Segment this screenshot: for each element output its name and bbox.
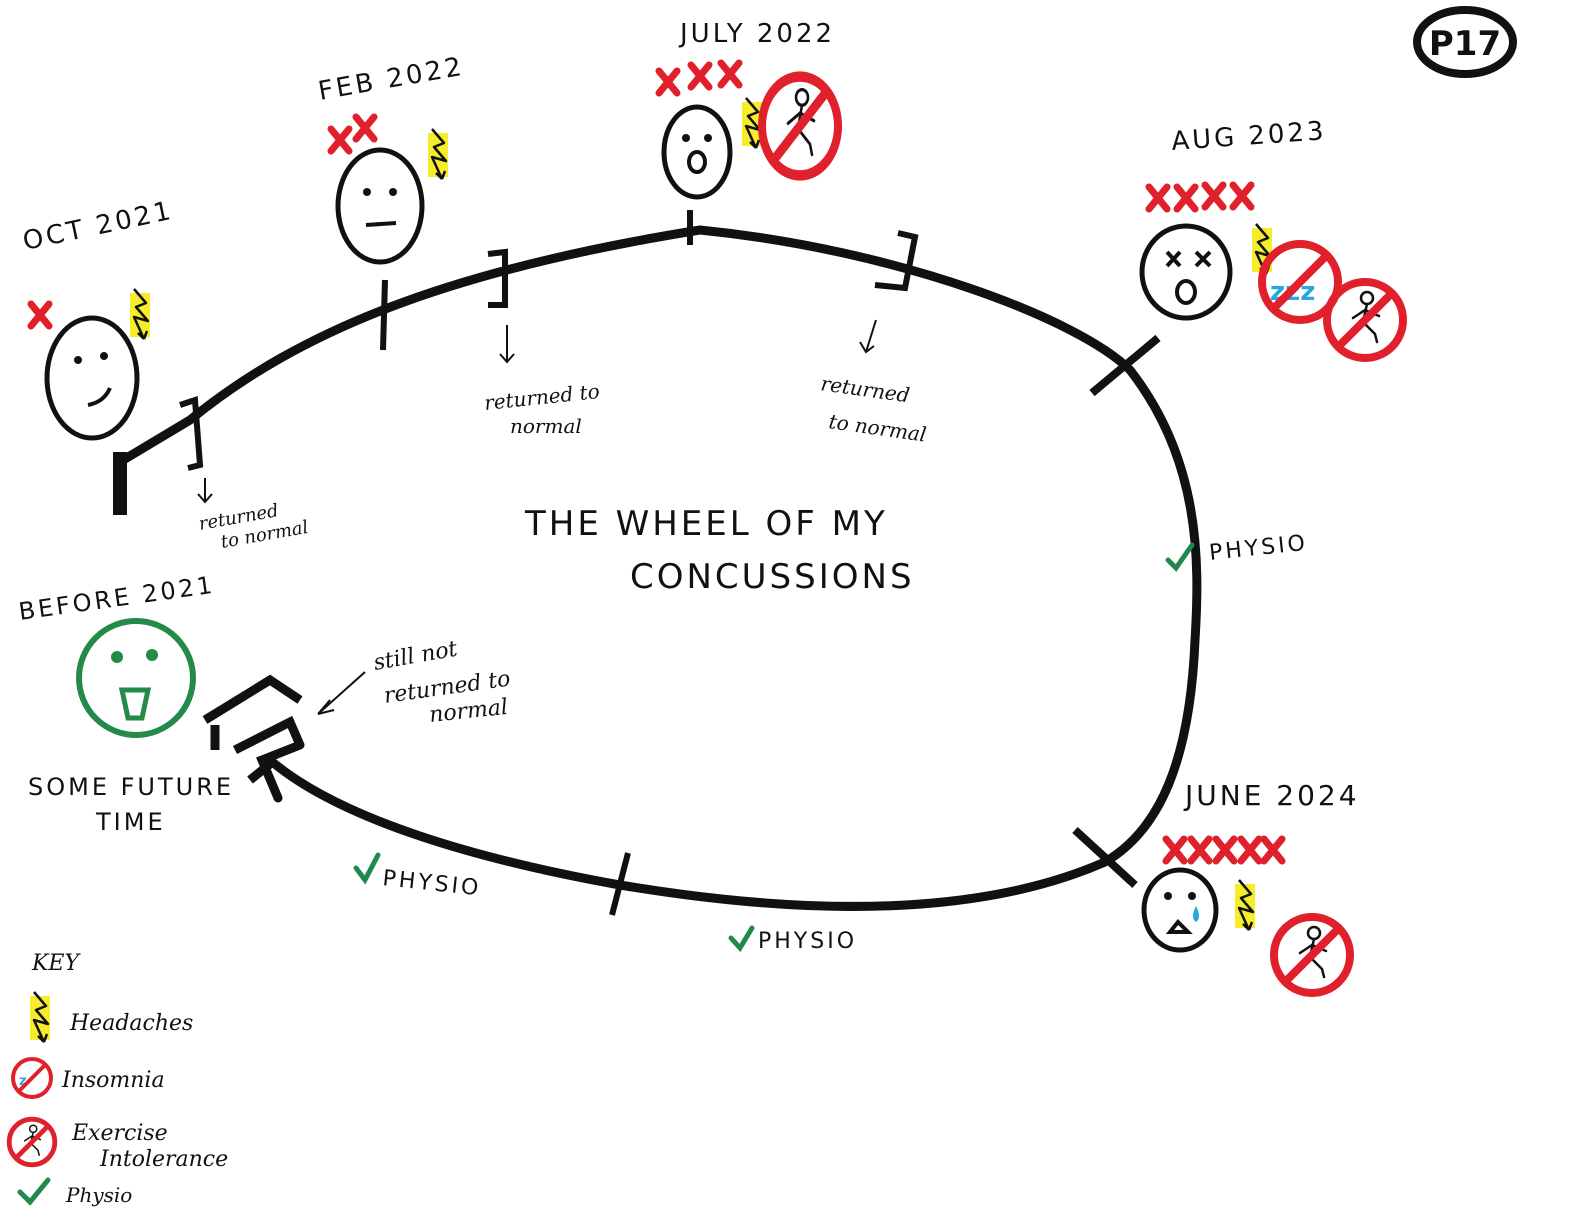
tick-june-2024 bbox=[1072, 827, 1138, 888]
before-label: BEFORE 2021 bbox=[17, 571, 217, 626]
wheel-open-ends bbox=[202, 674, 305, 784]
exercise-intolerance-icon bbox=[762, 77, 838, 176]
exercise-intolerance-icon bbox=[1327, 282, 1403, 358]
severity-xxxx-aug-2023 bbox=[1149, 185, 1251, 209]
lightning-icon bbox=[426, 127, 450, 181]
future-label-line1: SOME FUTURE bbox=[28, 773, 234, 801]
lightning-icon bbox=[28, 990, 52, 1044]
legend-item-headaches: Headaches bbox=[69, 1011, 193, 1036]
checkmark-icon bbox=[353, 852, 381, 885]
lightning-icon bbox=[1233, 878, 1257, 932]
checkmark-icon bbox=[1165, 542, 1195, 572]
insomnia-icon: z bbox=[11, 1057, 53, 1099]
exercise-intolerance-icon bbox=[1274, 917, 1350, 993]
exercise-intolerance-icon bbox=[9, 1119, 55, 1165]
checkmark-icon bbox=[17, 1177, 51, 1206]
face-feb-2022 bbox=[335, 147, 425, 265]
tick-oct-2021-end bbox=[179, 395, 204, 471]
tick-july-2022-end bbox=[874, 230, 919, 292]
tick-aug-2023 bbox=[1089, 334, 1161, 397]
legend: KEY Headaches z Insomnia Exercise Intole… bbox=[9, 951, 228, 1207]
still-not-line1: still not bbox=[372, 637, 460, 676]
participant-badge: P17 bbox=[1413, 6, 1517, 78]
legend-item-insomnia: Insomnia bbox=[61, 1068, 165, 1093]
down-arrow-icon bbox=[197, 478, 213, 504]
event-date-feb-2022: FEB 2022 bbox=[316, 52, 467, 107]
diagram-title-line2: CONCUSSIONS bbox=[630, 557, 915, 597]
legend-title: KEY bbox=[31, 951, 81, 976]
lightning-icon bbox=[128, 287, 152, 341]
event-date-july-2022: JULY 2022 bbox=[678, 19, 835, 49]
participant-label: P17 bbox=[1429, 24, 1501, 64]
severity-xxxxx-june-2024 bbox=[1166, 839, 1282, 861]
physio-label-right: PHYSIO bbox=[1208, 531, 1309, 566]
physio-label-bottom: PHYSIO bbox=[758, 929, 857, 954]
tick-feb-2022-end bbox=[487, 248, 508, 308]
legend-item-exercise-line1: Exercise bbox=[71, 1121, 168, 1146]
legend-item-physio: Physio bbox=[65, 1183, 132, 1207]
wheel-arrowhead bbox=[256, 740, 305, 803]
event-date-june-2024: JUNE 2024 bbox=[1183, 779, 1360, 812]
note-feb-2022-line1: returned to bbox=[483, 379, 601, 415]
note-feb-2022-line2: normal bbox=[510, 414, 582, 438]
checkmark-icon bbox=[728, 925, 755, 953]
face-june-2024 bbox=[1141, 867, 1219, 953]
note-july-2022-line1: returned bbox=[819, 371, 911, 407]
diagram-title-line1: THE WHEEL OF MY bbox=[524, 504, 888, 544]
face-oct-2021 bbox=[44, 315, 140, 441]
event-date-aug-2023: AUG 2023 bbox=[1170, 116, 1327, 157]
face-aug-2023 bbox=[1139, 223, 1233, 321]
tick-physio-mid bbox=[609, 852, 631, 916]
severity-x-oct-2021 bbox=[31, 304, 49, 326]
down-arrow-icon bbox=[499, 325, 515, 364]
down-arrow-icon bbox=[859, 319, 877, 354]
event-date-oct-2021: OCT 2021 bbox=[20, 196, 176, 257]
future-label-line2: TIME bbox=[95, 808, 166, 836]
happy-face-before-2021 bbox=[76, 618, 196, 738]
face-july-2022 bbox=[661, 104, 733, 200]
severity-xx-feb-2022 bbox=[331, 117, 374, 151]
tick-feb-2022 bbox=[380, 279, 388, 351]
arrow-icon bbox=[317, 671, 366, 715]
insomnia-icon: zzz bbox=[1262, 244, 1338, 320]
svg-text:z: z bbox=[19, 1074, 27, 1089]
note-july-2022-line2: to normal bbox=[827, 409, 928, 446]
severity-xxx-july-2022 bbox=[659, 63, 739, 93]
legend-item-exercise-line2: Intolerance bbox=[99, 1147, 228, 1172]
physio-label-left: PHYSIO bbox=[381, 866, 482, 901]
